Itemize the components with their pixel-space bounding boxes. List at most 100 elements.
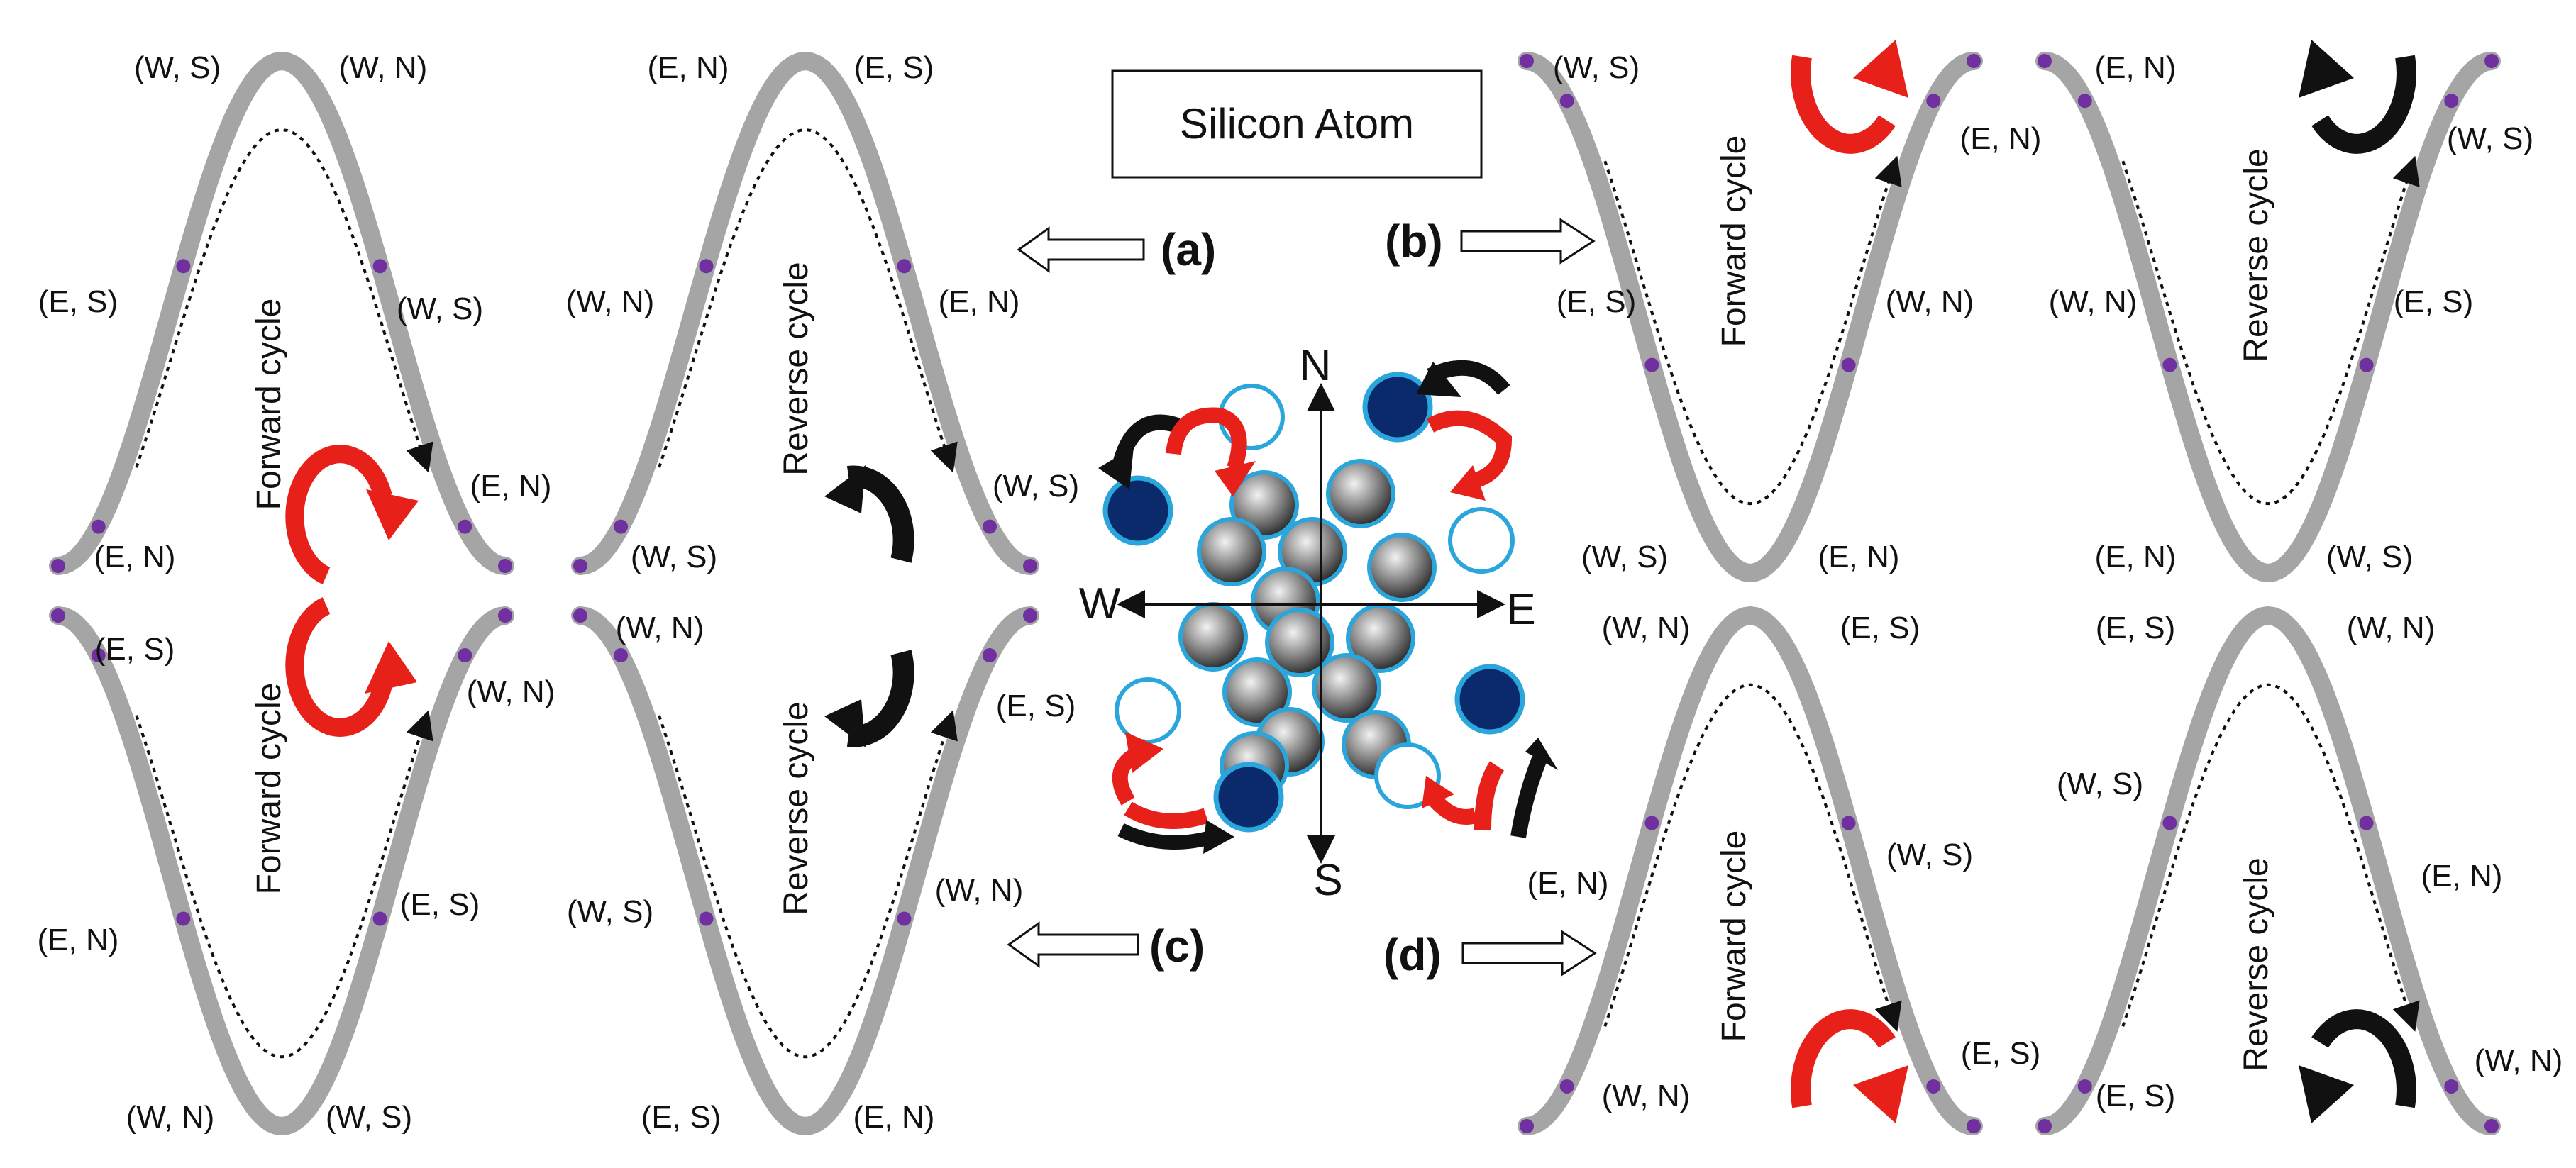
position-label-a2-3: (W, N) [566, 284, 655, 319]
cycle-label-d1: Forward cycle [1715, 830, 1753, 1042]
rotate-cw-arrow-d1 [1791, 1009, 1908, 1123]
track-node [699, 259, 714, 274]
panel-c-indicator: (c) [1007, 921, 1205, 972]
position-label-d2-2: (W, S) [2057, 767, 2143, 801]
panel-d-indicator: (d) [1383, 929, 1597, 980]
track-node [1023, 608, 1037, 623]
track-node [2162, 357, 2177, 372]
position-label-c2-5: (E, S) [996, 689, 1076, 723]
track-node [1841, 357, 1856, 372]
track-node [982, 648, 997, 663]
position-label-a1-0: (E, N) [94, 540, 176, 574]
compass-south: S [1313, 856, 1342, 905]
position-label-d1-1: (E, S) [1840, 611, 1920, 645]
track-path [2035, 52, 2501, 582]
position-label-a1-4: (W, S) [397, 291, 483, 326]
silicon-atom [1197, 517, 1266, 586]
position-label-a2-4: (E, N) [939, 284, 1020, 319]
direction-guide [1603, 683, 1902, 1032]
position-label-a2-1: (E, N) [648, 50, 729, 85]
track-node [91, 519, 106, 534]
silicon-atom [1178, 602, 1248, 672]
track-path [571, 606, 1039, 1135]
track-path [1518, 52, 1983, 582]
track-path [571, 52, 1039, 575]
track-node [2484, 1119, 2499, 1133]
lattice-corner-arrows [1098, 360, 1558, 854]
occupied-site [1362, 372, 1433, 443]
silicon-atom [1265, 608, 1334, 677]
compass-west: W [1079, 579, 1121, 628]
track-node [498, 608, 512, 623]
position-label-a1-3: (E, S) [38, 284, 118, 319]
track-node [614, 648, 629, 663]
direction-guide [658, 710, 958, 1059]
track-node [1520, 1119, 1534, 1133]
track-node [699, 911, 714, 926]
position-labels: (E, N) (W, S) (W, N) (E, S) (W, S) (E, N) (W, … [38, 50, 2563, 1135]
title-box [1111, 69, 1483, 179]
track-node [1644, 816, 1659, 830]
rotate-ccw-arrow-c2 [824, 650, 914, 747]
track-node [1841, 816, 1856, 830]
cycle-label-d2: Reverse cycle [2238, 857, 2275, 1071]
cycle-curve-b2 [2035, 52, 2501, 582]
cycle-curve-d2 [2035, 606, 2501, 1135]
panel-b-label: (b) [1385, 216, 1443, 267]
panel-c-label: (c) [1149, 921, 1205, 972]
position-label-c2-2: (E, N) [853, 1100, 935, 1135]
silicon-atom [1222, 657, 1292, 727]
position-label-c1-0: (E, S) [95, 632, 175, 667]
position-label-d2-5: (W, N) [2475, 1043, 2563, 1078]
position-label-d2-0: (E, S) [2096, 611, 2175, 645]
track-node [1926, 1079, 1941, 1094]
position-label-b2-0: (E, N) [2095, 50, 2177, 85]
position-label-a2-0: (W, S) [631, 540, 717, 574]
rotate-ccw-arrow-d2 [2299, 1009, 2416, 1123]
track-node [2162, 816, 2177, 830]
position-label-c2-1: (E, S) [641, 1100, 721, 1135]
vacant-site [1448, 507, 1515, 574]
track-node [176, 911, 191, 926]
track-node [982, 519, 997, 534]
panel-a-label: (a) [1161, 224, 1216, 275]
position-label-c2-3: (W, S) [567, 894, 653, 929]
position-label-b2-2: (W, N) [2049, 284, 2138, 319]
rotate-cw-arrow-c1 [285, 597, 417, 737]
position-label-b1-4: (W, S) [1581, 540, 1668, 574]
panel-a-indicator: (a) [1017, 224, 1216, 275]
rotate-cw-arrow-b1 [1791, 40, 1908, 154]
cycle-curve-a1 [49, 52, 514, 575]
position-label-d2-3: (E, N) [2421, 859, 2503, 894]
cycle-curve-d1 [1518, 606, 1983, 1135]
position-label-c1-4: (E, S) [400, 887, 480, 922]
cycle-label-b1: Forward cycle [1715, 135, 1753, 347]
direction-guide [135, 128, 433, 473]
silicon-atom [1367, 533, 1437, 602]
position-label-b1-1: (E, N) [1960, 121, 2042, 156]
position-label-b2-1: (W, S) [2447, 121, 2533, 156]
corner-arrow-bottom-left [1112, 732, 1234, 854]
cycle-label-c1: Forward cycle [250, 683, 288, 895]
direction-guide [2121, 155, 2420, 506]
track-node [2444, 1079, 2459, 1094]
position-label-d1-5: (E, S) [1961, 1036, 2040, 1071]
position-label-b1-2: (E, S) [1557, 284, 1636, 319]
track-node [1520, 54, 1534, 68]
cycle-curve-c2 [571, 606, 1039, 1135]
position-label-d1-3: (W, S) [1886, 838, 1973, 872]
direction-guide [135, 710, 433, 1059]
position-label-a2-2: (E, S) [854, 50, 934, 85]
compass: N S W E [1079, 341, 1536, 905]
track-node [1023, 559, 1037, 573]
corner-arrow-bottom-right [1422, 738, 1558, 838]
position-label-b1-0: (W, S) [1553, 50, 1640, 85]
occupied-site [1454, 664, 1525, 735]
position-label-c2-4: (W, N) [935, 873, 1024, 908]
cycle-curves [49, 52, 2501, 1135]
track-node [2077, 1079, 2092, 1094]
vacant-site [1374, 742, 1441, 809]
track-node [91, 648, 106, 663]
position-label-d2-1: (W, N) [2347, 611, 2436, 645]
